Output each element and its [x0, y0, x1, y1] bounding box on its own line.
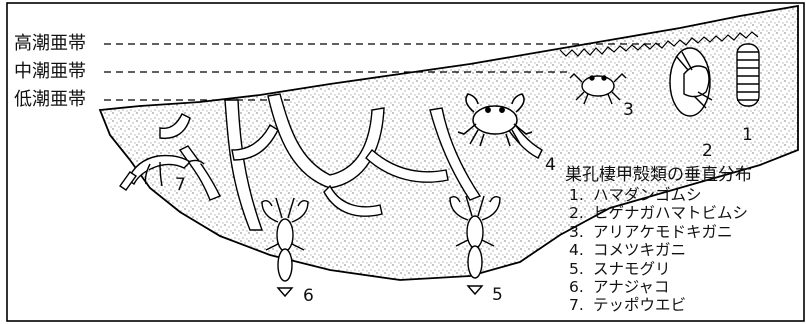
legend-item-name: ヒゲナガハマトビムシ — [593, 204, 748, 222]
legend-item-number: 2. — [569, 204, 593, 222]
callout-7: 7 — [175, 175, 186, 195]
legend-item: 6.アナジャコ — [569, 278, 752, 296]
legend-item: 1.ハマダンゴムシ — [569, 186, 752, 204]
legend-item-name: スナモグリ — [593, 260, 671, 278]
legend-title: 巣孔棲甲殻類の垂直分布 — [565, 165, 752, 185]
legend-item-number: 3. — [569, 223, 593, 241]
callout-1: 1 — [742, 125, 753, 145]
legend-item-number: 4. — [569, 241, 593, 259]
callout-4: 4 — [545, 155, 556, 175]
callout-5: 5 — [492, 285, 503, 305]
legend-item-name: アリアケモドキガニ — [593, 223, 733, 241]
species-legend: 巣孔棲甲殻類の垂直分布 1.ハマダンゴムシ 2.ヒゲナガハマトビムシ 3.アリア… — [565, 165, 752, 315]
legend-item-number: 5. — [569, 260, 593, 278]
legend-item: 5.スナモグリ — [569, 260, 752, 278]
isopod-illustration — [737, 44, 759, 106]
legend-item: 3.アリアケモドキガニ — [569, 223, 752, 241]
legend-item-name: アナジャコ — [593, 278, 669, 296]
zone-label-mid: 中潮亜帯 — [14, 62, 86, 82]
callout-3: 3 — [623, 100, 634, 120]
legend-item-number: 1. — [569, 186, 593, 204]
legend-item-name: テッポウエビ — [593, 296, 686, 314]
callout-2: 2 — [702, 141, 713, 161]
legend-item-number: 7. — [569, 296, 593, 314]
legend-item-name: コメツキガニ — [593, 241, 686, 259]
zone-label-high: 高潮亜帯 — [14, 34, 86, 54]
legend-item: 2.ヒゲナガハマトビムシ — [569, 204, 752, 222]
zone-label-low: 低潮亜帯 — [14, 90, 86, 110]
legend-item: 4.コメツキガニ — [569, 241, 752, 259]
legend-item: 7.テッポウエビ — [569, 296, 752, 314]
legend-item-name: ハマダンゴムシ — [593, 186, 702, 204]
legend-item-number: 6. — [569, 278, 593, 296]
callout-6: 6 — [303, 286, 314, 306]
